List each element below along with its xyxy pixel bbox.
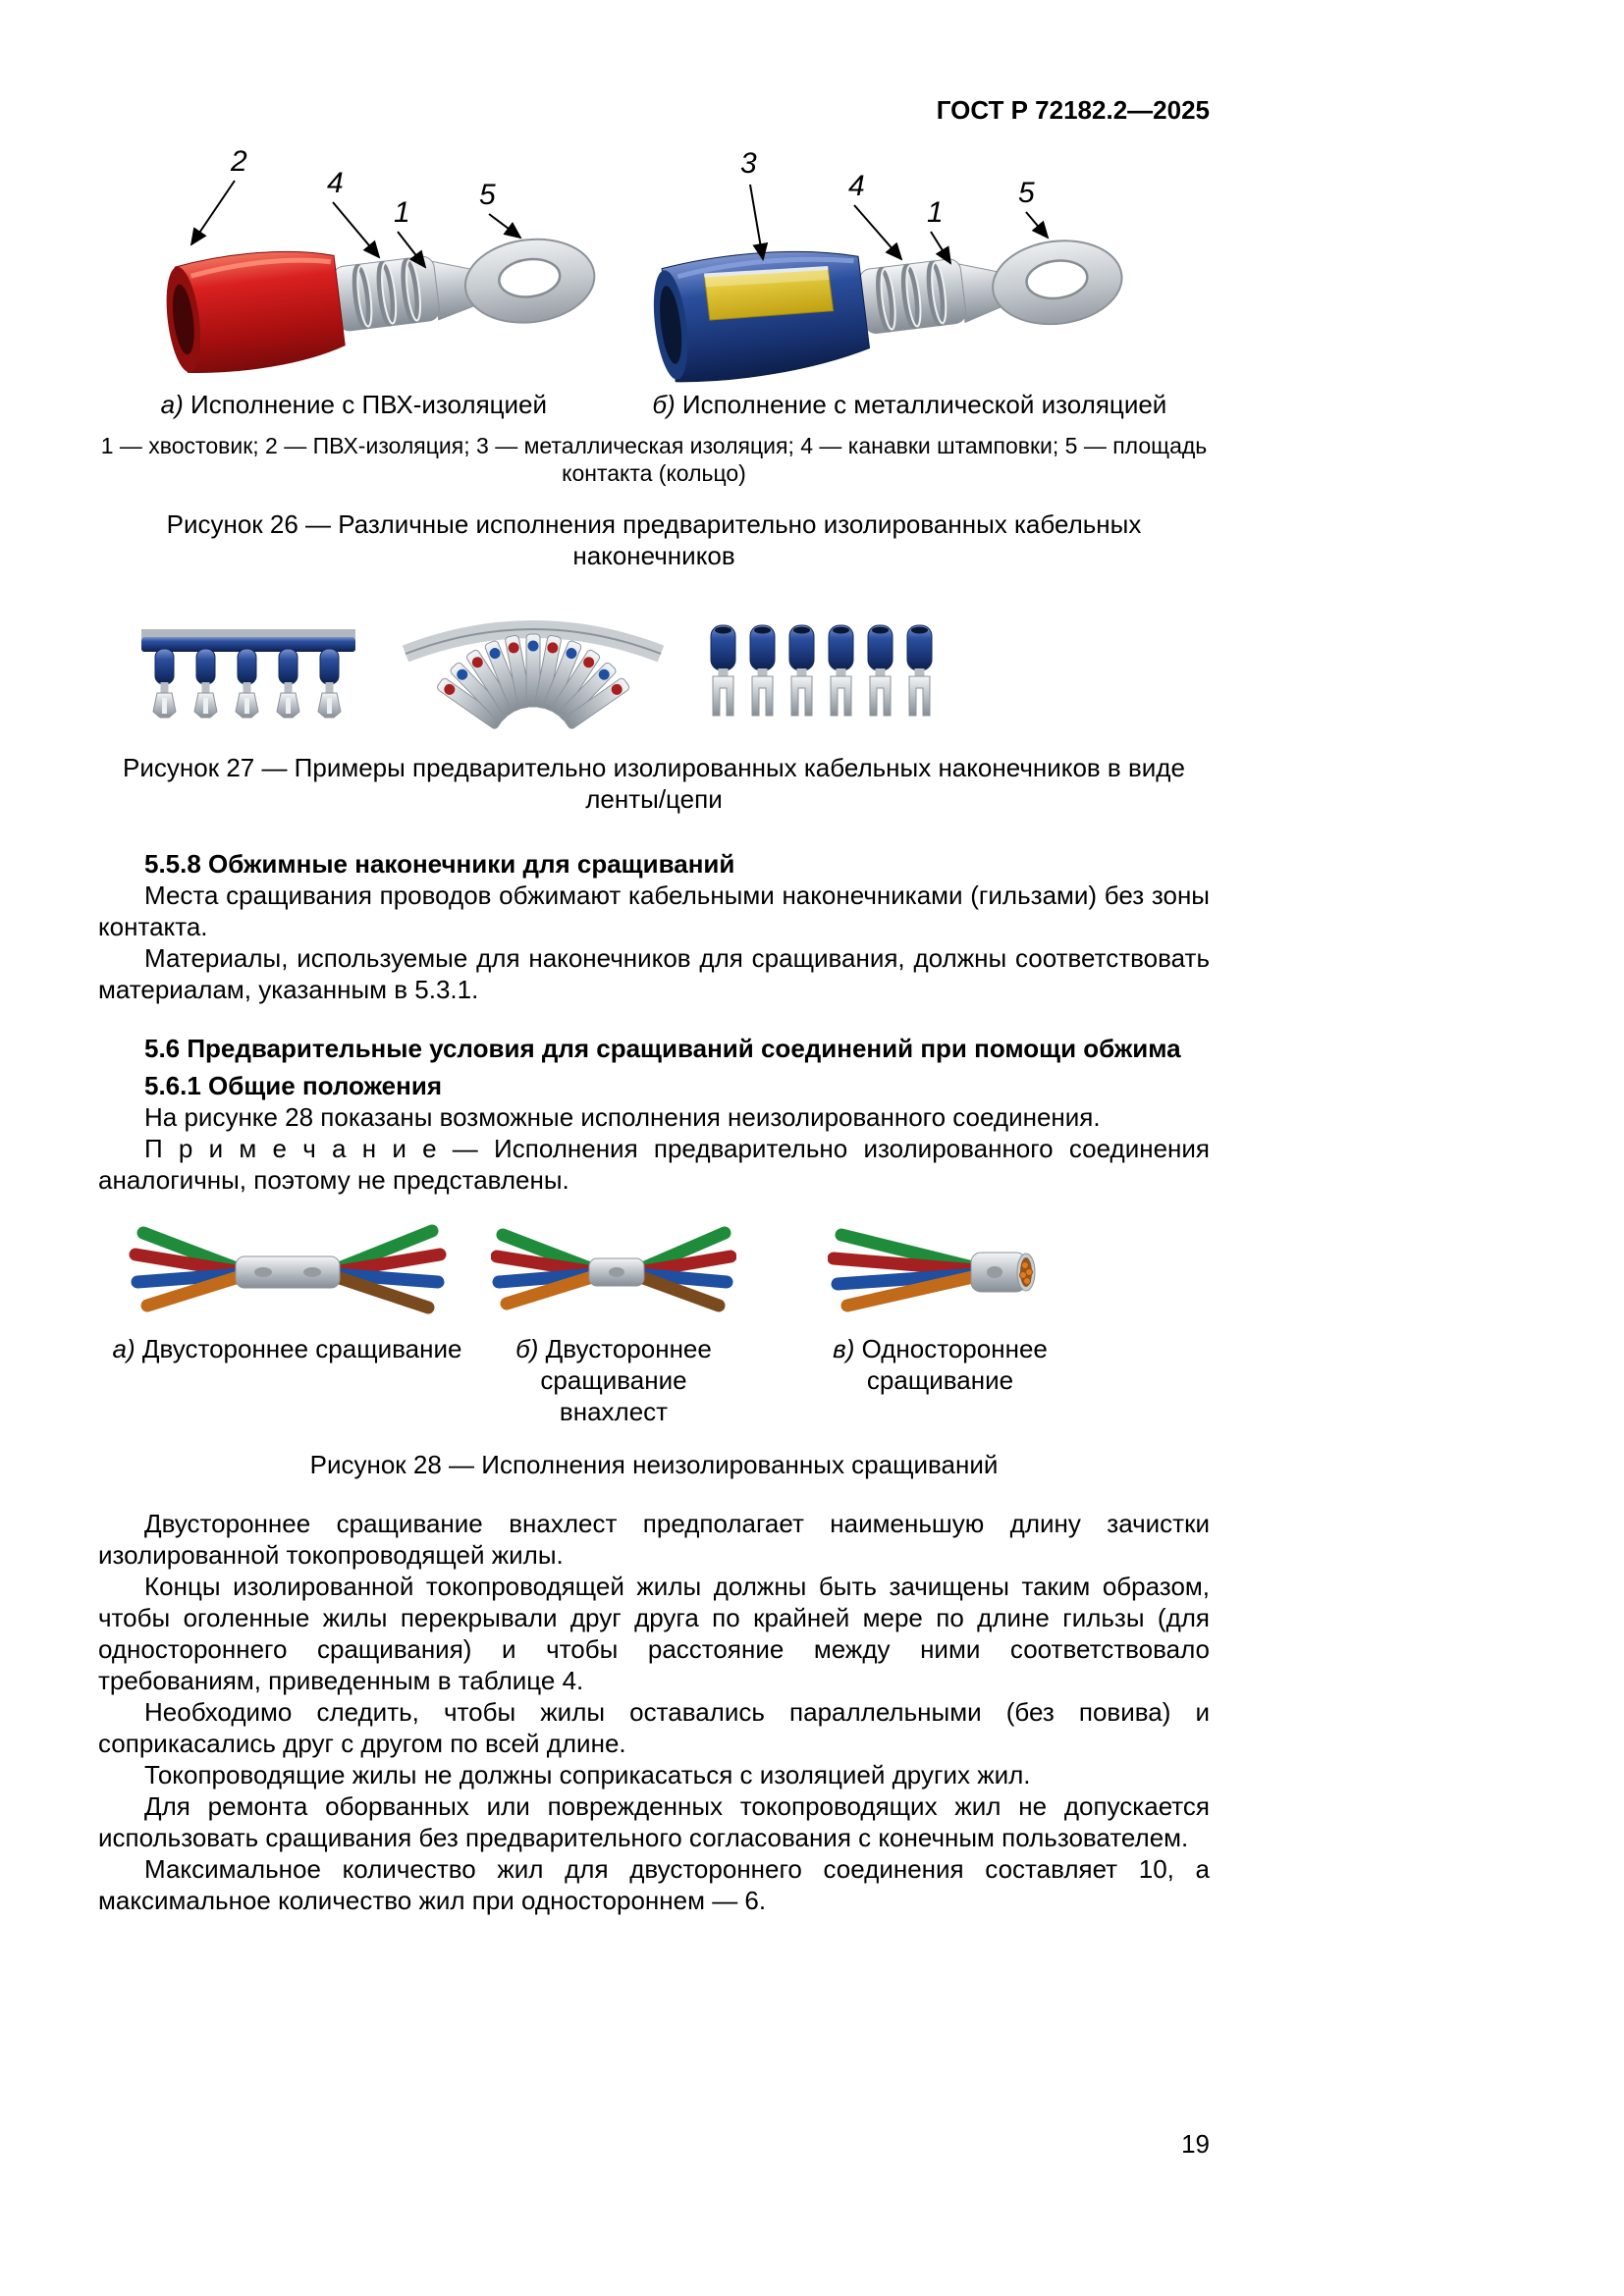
figure-28b-caption: б) Двустороннее сращивание внахлест [515,1334,712,1426]
figure-26a-illustration: 2 4 1 5 [166,145,596,373]
figure-28: а) Двустороннее сращивание б) Двусторонн… [108,1221,1119,1427]
splice-two-sided-illustration [129,1224,446,1314]
body-paragraph-5: Для ремонта оборванных или поврежденных … [98,1791,1210,1852]
figure-27-images [135,603,1210,730]
wires [827,1228,983,1312]
figure-26b-caption: б) Исполнение с металлической изоляцией [652,390,1167,419]
callout-1: 1 [927,196,952,265]
figure-28a-image [108,1221,466,1319]
figure-26b-illustration: 3 4 1 5 [653,147,1123,383]
figure-27-photo-strip-terminals [141,629,355,719]
paragraph-5-5-8-1: Места сращивания проводов обжимают кабел… [98,881,1210,941]
note-paragraph: П р и м е ч а н и е — Исполнения предвар… [98,1134,1210,1195]
body-paragraph-1: Двустороннее сращивание внахлест предпол… [98,1509,1210,1570]
document-header: ГОСТ Р 72182.2—2025 [98,94,1210,126]
svg-text:5: 5 [479,179,496,211]
splice-one-sided-illustration [827,1228,1035,1312]
figure-26-captions: а) Исполнение с ПВХ-изоляцией б) Исполне… [98,389,1210,420]
figure-28-title: Рисунок 28 — Исполнения неизолированных … [309,1450,999,1479]
svg-text:1: 1 [394,196,410,229]
wires [129,1224,446,1314]
figure-28-images [108,1221,1119,1319]
page-content: ГОСТ Р 72182.2—2025 [98,94,1210,1916]
svg-text:4: 4 [327,167,344,199]
callout-2: 2 [189,145,247,246]
section-5-5-8-heading: 5.5.8 Обжимные наконечники для сращивани… [144,849,735,879]
pvc-ring-terminal [166,238,596,373]
figure-28b-image [466,1221,761,1319]
paragraph-5-6-1-1: На рисунке 28 показаны возможные исполне… [144,1102,1101,1132]
splice-overlap-illustration [491,1226,736,1312]
figure-28v-caption: в) Одностороннее сращивание [833,1334,1048,1395]
section-5-6-heading: 5.6 Предварительные условия для сращиван… [144,1034,1181,1063]
callout-4: 4 [848,170,903,261]
callout-4: 4 [327,167,381,259]
figure-26a-caption: а) Исполнение с ПВХ-изоляцией [160,390,548,419]
body-paragraph-2: Концы изолированной токопроводящей жилы … [98,1572,1210,1695]
figure-26-legend: 1 — хвостовик; 2 — ПВХ-изоляция; 3 — мет… [100,433,1208,486]
body-paragraph-4: Токопроводящие жилы не должны соприкасат… [144,1760,1031,1789]
ring-hole [498,257,562,298]
figure-27-title: Рисунок 27 — Примеры предварительно изол… [123,753,1185,814]
svg-text:3: 3 [740,147,757,180]
body-paragraph-3: Необходимо следить, чтобы жилы оставалис… [98,1697,1210,1758]
figure-28v-image [761,1221,1119,1319]
svg-text:5: 5 [1018,177,1035,209]
body-paragraph-6: Максимальное количество жил для двусторо… [98,1854,1210,1915]
svg-text:1: 1 [927,196,944,229]
callout-5: 5 [1018,177,1050,240]
paragraph-5-5-8-2: Материалы, используемые для наконечников… [98,943,1210,1004]
figure-27-photo-fanned-chain [402,620,665,729]
ring-hole [1025,259,1089,300]
page-number: 19 [1181,2129,1210,2159]
metal-insulated-ring-terminal [653,240,1123,383]
crimp-grooves [352,257,421,330]
pvc-sleeve [174,250,346,373]
figure-26-images: 2 4 1 5 [98,141,1210,387]
standard-number: ГОСТ Р 72182.2—2025 [936,95,1210,125]
section-5-6-1-heading: 5.6.1 Общие положения [144,1071,442,1100]
svg-text:2: 2 [230,145,247,178]
callout-3: 3 [740,147,769,261]
callout-1: 1 [394,196,427,269]
crimp-grooves [876,260,947,333]
figure-28-captions: а) Двустороннее сращивание б) Двусторонн… [108,1333,1119,1427]
svg-text:4: 4 [848,170,865,202]
splice-sleeve [235,1255,340,1289]
wires [491,1226,736,1312]
figure-26-title: Рисунок 26 — Различные исполнения предва… [166,509,1142,570]
figure-28a-caption: а) Двустороннее сращивание [112,1334,462,1363]
figure-27-photo-fork-terminals [710,624,933,717]
callout-5: 5 [479,179,522,240]
